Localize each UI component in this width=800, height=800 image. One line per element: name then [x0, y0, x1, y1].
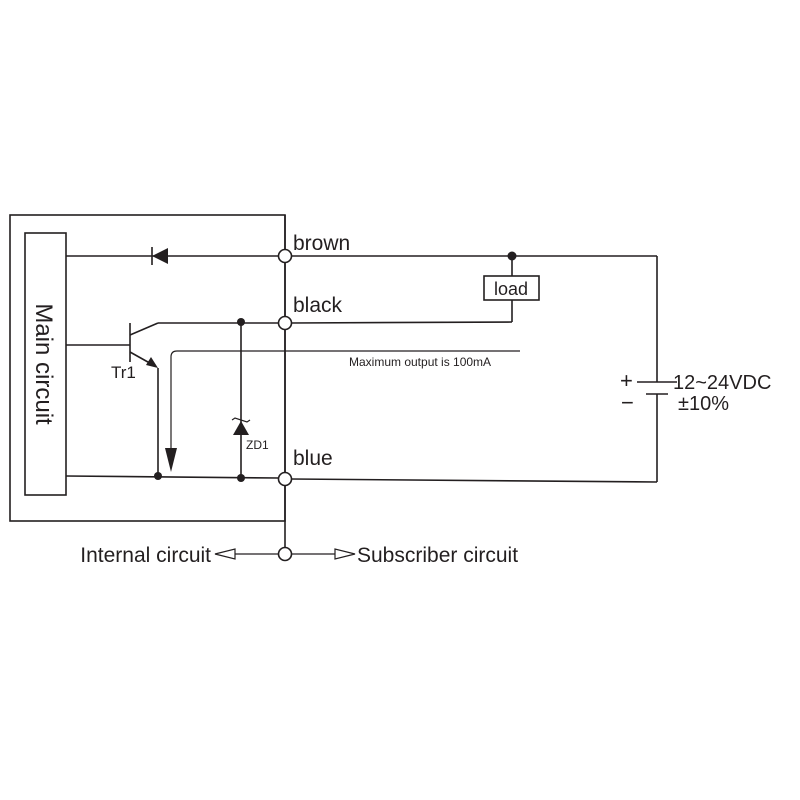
main-circuit-label: Main circuit — [30, 303, 57, 425]
subscriber-circuit-arrow — [291, 548, 356, 560]
terminal-blue — [277, 471, 293, 487]
load-box — [483, 275, 540, 301]
subscriber-circuit-label: Subscriber circuit — [357, 544, 518, 567]
dc-supply-symbol — [637, 381, 677, 395]
supply-minus: − — [621, 390, 634, 415]
zener-label: ZD1 — [246, 438, 269, 452]
terminal-brown — [277, 248, 293, 264]
internal-circuit-label: Internal circuit — [80, 544, 211, 567]
main-circuit-block — [24, 232, 67, 496]
output-arrow — [165, 350, 520, 472]
transistor-tr1 — [66, 322, 159, 476]
supply-voltage: 12~24VDC — [673, 372, 771, 394]
supply-tolerance: ±10% — [678, 393, 729, 415]
wire-label-blue: blue — [293, 447, 333, 470]
terminal-black — [277, 315, 293, 331]
terminal-boundary — [277, 546, 293, 562]
supply-plus: + — [620, 368, 633, 393]
wire-label-brown: brown — [293, 232, 350, 255]
max-output-note: Maximum output is 100mA — [349, 355, 491, 369]
load-label: load — [494, 279, 528, 299]
diode — [151, 247, 168, 265]
zener-diode — [231, 322, 251, 478]
internal-circuit-arrow — [214, 548, 279, 560]
wire-label-black: black — [293, 294, 343, 317]
transistor-label: Tr1 — [111, 363, 136, 382]
